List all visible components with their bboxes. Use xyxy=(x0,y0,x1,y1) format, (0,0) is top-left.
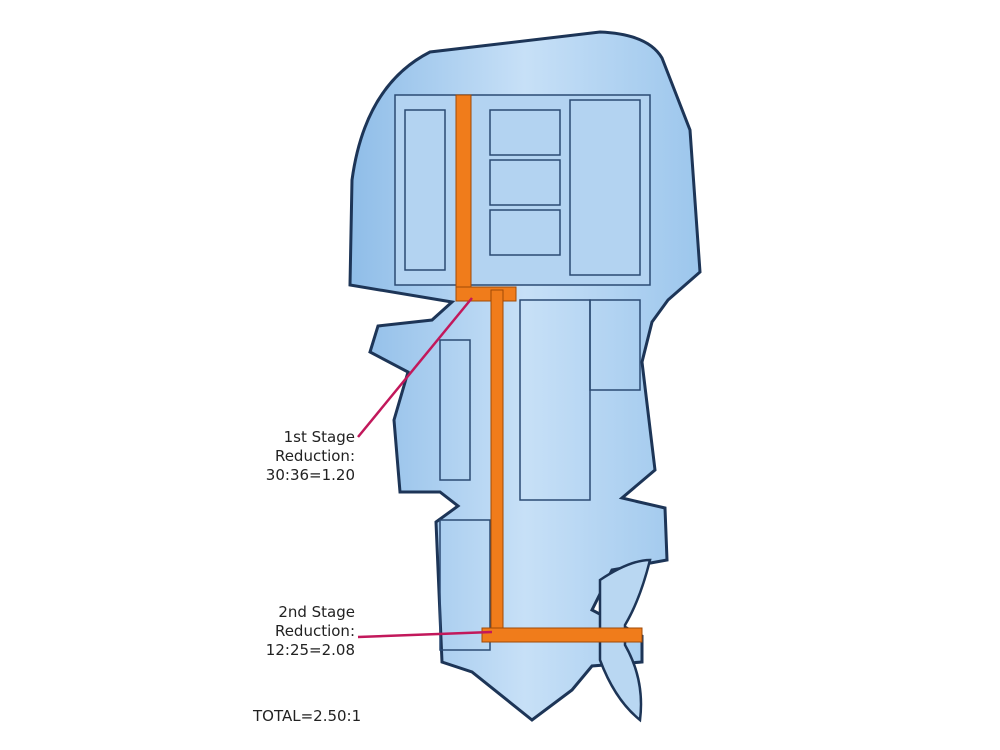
stage1-leader-line xyxy=(357,297,473,438)
prop-shaft xyxy=(481,627,643,643)
stage1-ratio: 30:36=1.20 xyxy=(265,466,355,484)
stage2-title: 2nd Stage xyxy=(278,603,355,621)
drive-shaft xyxy=(490,289,504,641)
stage2-ratio: 12:25=2.08 xyxy=(265,641,355,659)
stage1-title: 1st Stage xyxy=(283,428,355,446)
first-stage-gear xyxy=(455,286,517,302)
crankshaft xyxy=(455,94,472,301)
stage2-leader-line xyxy=(357,630,493,639)
stage2-label: 2nd Stage Reduction: 12:25=2.08 xyxy=(266,603,355,660)
stage1-label: 1st Stage Reduction: 30:36=1.20 xyxy=(266,428,355,485)
stage1-subtitle: Reduction: xyxy=(274,447,355,465)
total-ratio: TOTAL=2.50:1 xyxy=(253,707,362,725)
engine-block xyxy=(394,94,651,651)
stage2-subtitle: Reduction: xyxy=(274,622,355,640)
